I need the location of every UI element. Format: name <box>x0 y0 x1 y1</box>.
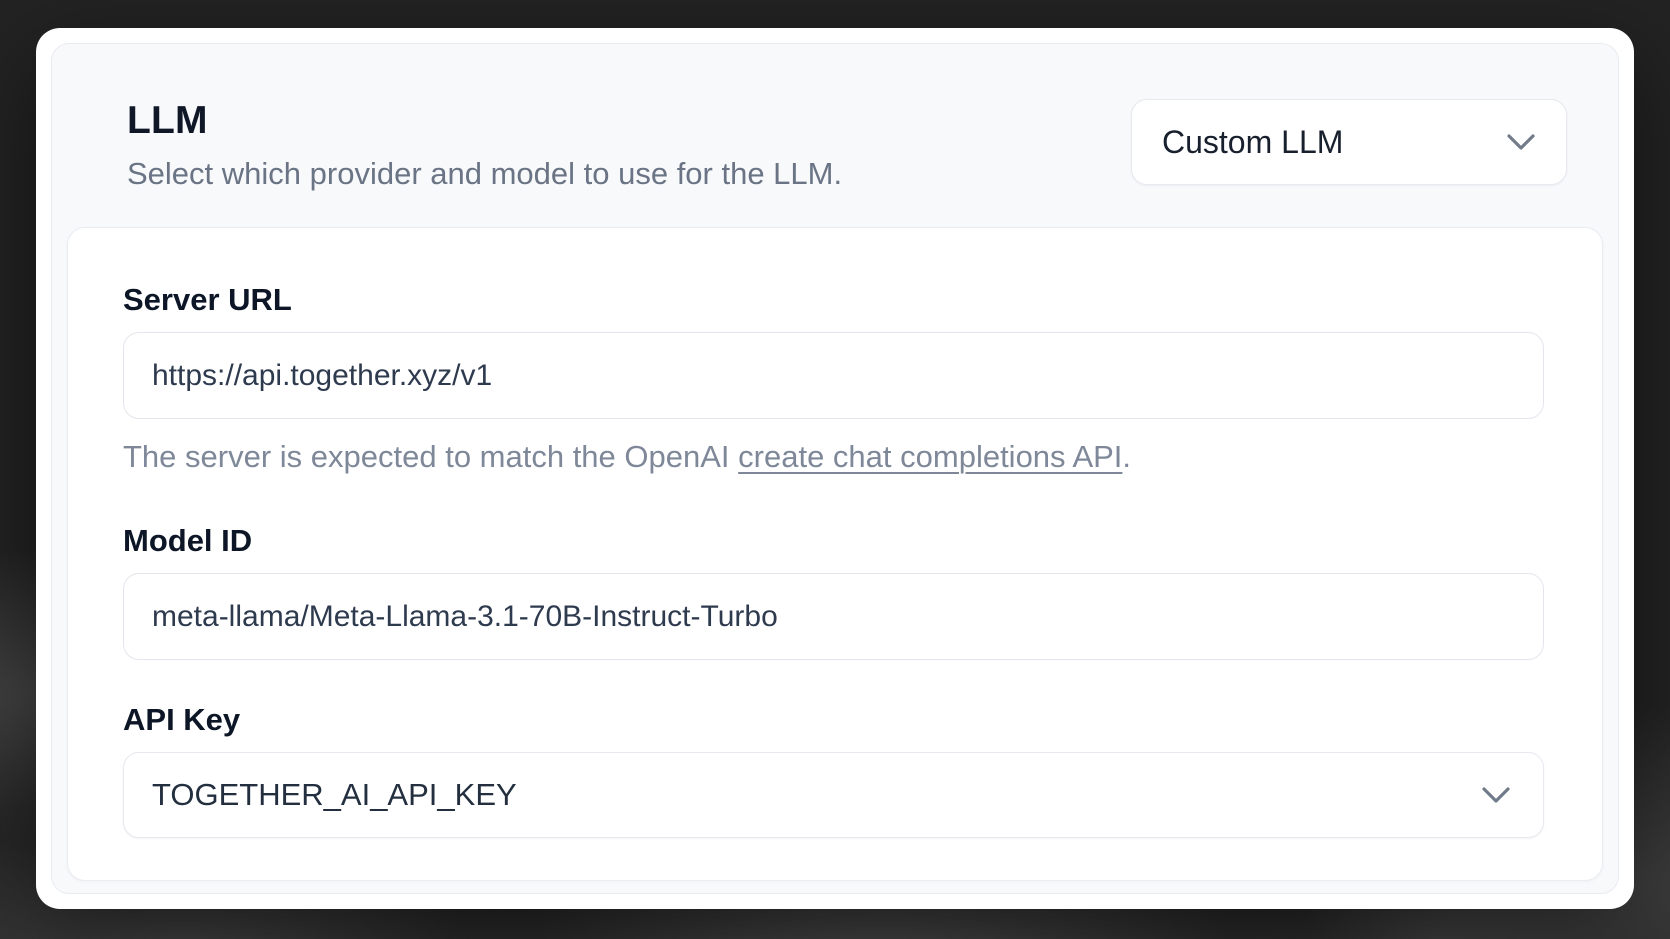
llm-provider-select[interactable]: Custom LLM <box>1131 99 1567 185</box>
llm-section-card: LLM Select which provider and model to u… <box>51 43 1619 894</box>
server-url-label: Server URL <box>123 282 292 317</box>
llm-section-heading-block: LLM Select which provider and model to u… <box>127 99 842 194</box>
api-key-label: API Key <box>123 702 241 737</box>
api-key-field-group: API Key TOGETHER_AI_API_KEY <box>123 700 1544 838</box>
llm-section-header: LLM Select which provider and model to u… <box>67 44 1603 227</box>
create-chat-completions-api-link[interactable]: create chat completions API <box>738 439 1123 474</box>
model-id-input[interactable] <box>123 573 1544 660</box>
chevron-down-icon <box>1482 786 1510 803</box>
section-description: Select which provider and model to use f… <box>127 155 843 191</box>
api-key-selected-value: TOGETHER_AI_API_KEY <box>152 777 517 812</box>
model-id-field-group: Model ID <box>123 521 1544 660</box>
chevron-down-icon <box>1507 133 1535 150</box>
section-title: LLM <box>127 99 208 142</box>
server-url-field-group: Server URL The server is expected to mat… <box>123 280 1544 477</box>
server-url-help-text: The server is expected to match the Open… <box>123 437 1544 477</box>
custom-llm-form-card: Server URL The server is expected to mat… <box>67 227 1603 881</box>
server-url-input[interactable] <box>123 332 1544 419</box>
llm-provider-selected-value: Custom LLM <box>1162 123 1344 160</box>
model-id-label: Model ID <box>123 523 253 558</box>
help-text-prefix: The server is expected to match the Open… <box>123 439 739 474</box>
api-key-select[interactable]: TOGETHER_AI_API_KEY <box>123 752 1544 838</box>
llm-settings-modal: LLM Select which provider and model to u… <box>36 28 1634 909</box>
help-text-suffix: . <box>1122 439 1132 474</box>
